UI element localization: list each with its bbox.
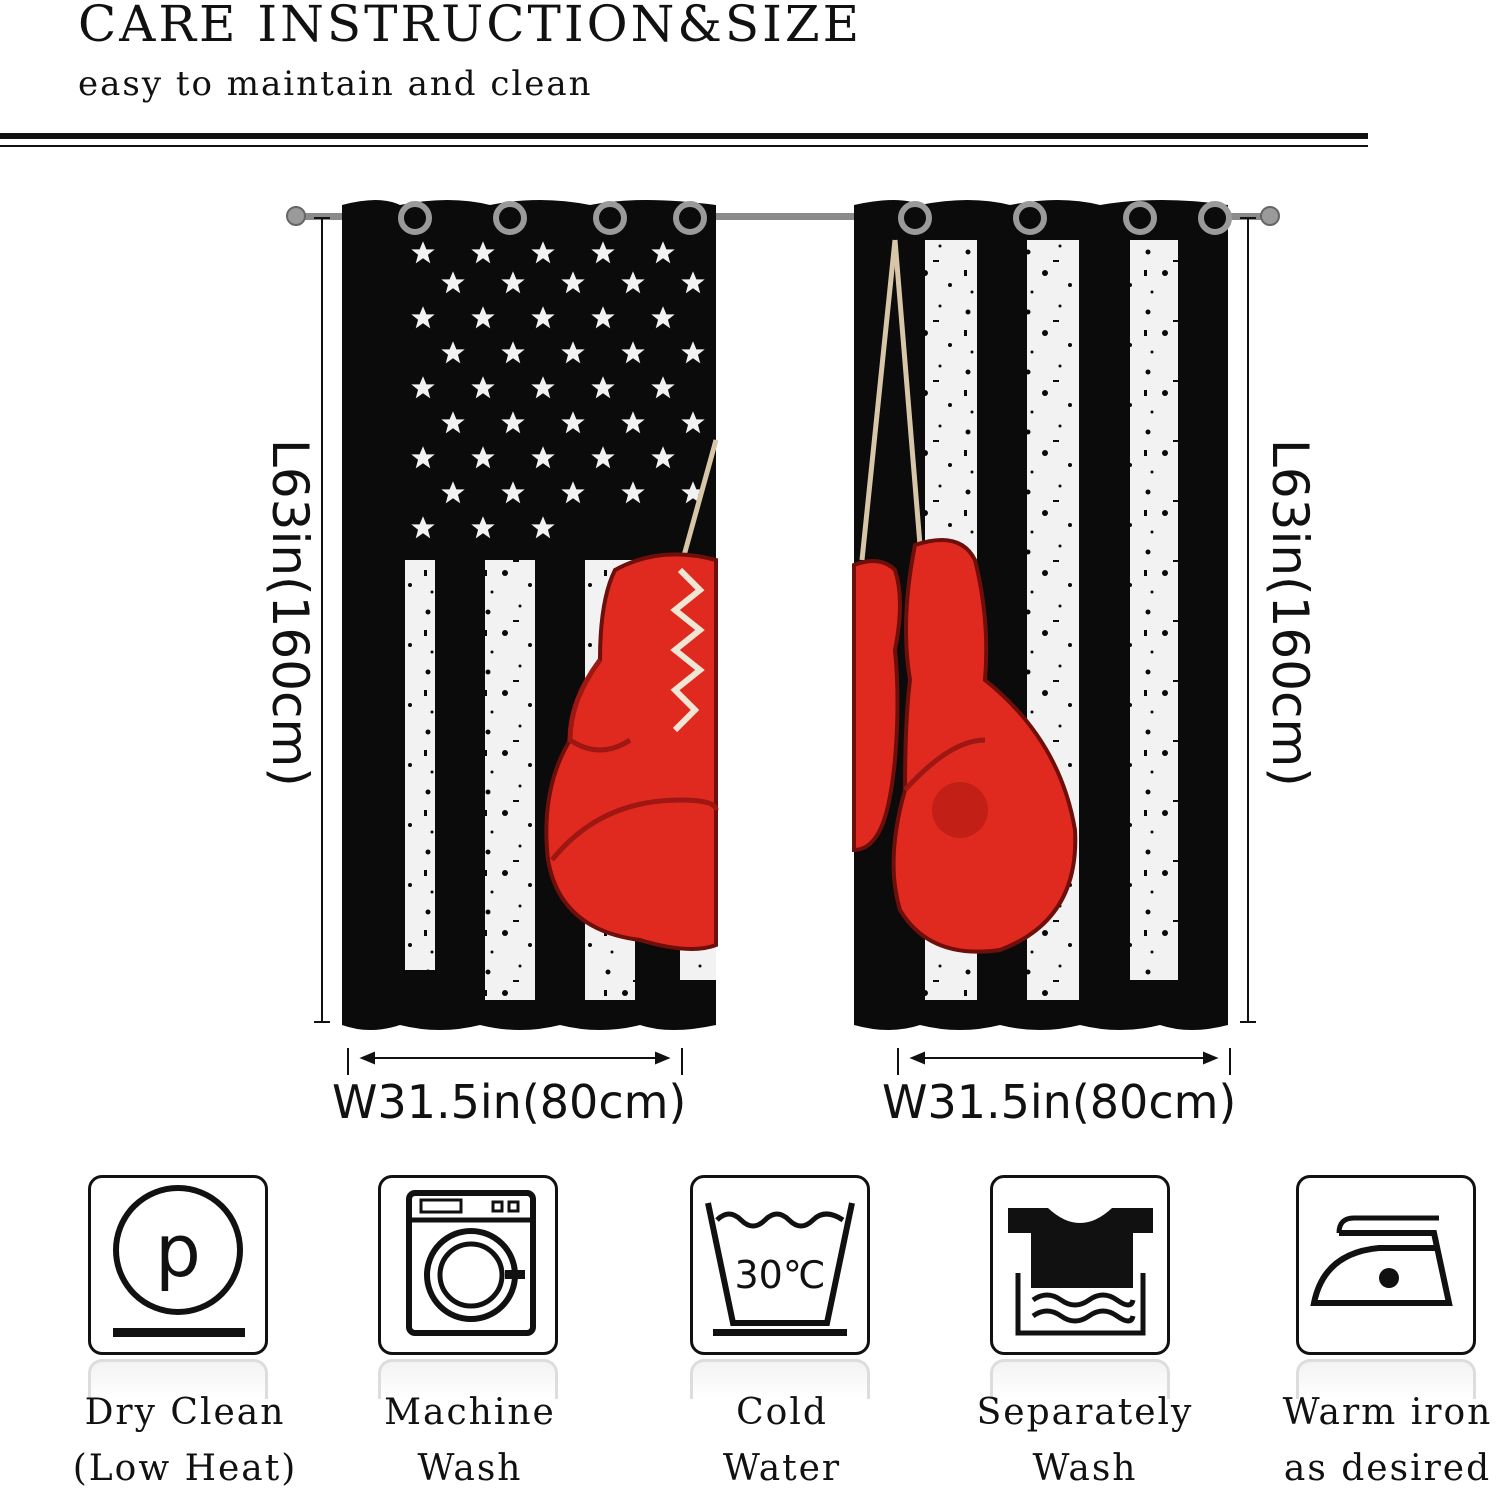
separate-wash-icon	[1008, 1208, 1153, 1336]
dimension-lines	[314, 217, 1256, 1075]
care-label-line1: Dry Clean	[84, 1392, 286, 1433]
care-label-line2: as desired	[1283, 1448, 1492, 1489]
care-reflection	[990, 1359, 1170, 1399]
length-label-left: L63in(160cm)	[261, 439, 319, 787]
care-label-warm-iron: Warm iron as desired	[1280, 1385, 1495, 1497]
curtain-rod	[290, 213, 1275, 220]
header-rule-thick	[0, 133, 1368, 139]
care-label-line2: (Low Heat)	[72, 1448, 298, 1489]
rod-finial-right	[1260, 206, 1280, 226]
care-reflection	[378, 1359, 558, 1399]
care-label-line1: Warm iron	[1282, 1392, 1493, 1433]
care-item-separate-wash	[990, 1175, 1174, 1399]
care-reflection	[88, 1359, 268, 1399]
curtain-panel-right	[852, 200, 1232, 1030]
grommet	[1013, 201, 1047, 235]
care-label-dry-clean: Dry Clean (Low Heat)	[60, 1385, 310, 1497]
grommet	[673, 201, 707, 235]
wash-temperature: 30℃	[734, 1253, 825, 1297]
wash-tub-icon: 30℃	[705, 1202, 855, 1336]
care-item-machine-wash	[378, 1175, 562, 1399]
grommet	[1123, 201, 1157, 235]
iron-icon	[1310, 1215, 1453, 1306]
care-item-dry-clean: p	[88, 1175, 272, 1399]
care-label-cold-water: Cold Water	[657, 1385, 907, 1497]
curtain-panel-left	[342, 200, 719, 1030]
care-reflection	[690, 1359, 870, 1399]
grommet	[1198, 201, 1232, 235]
care-label-line2: Water	[722, 1448, 842, 1489]
header-rule-thin	[0, 145, 1368, 147]
care-label-machine-wash: Machine Wash	[345, 1385, 595, 1497]
care-label-line2: Wash	[1032, 1448, 1138, 1489]
care-label-separate-wash: Separately Wash	[955, 1385, 1215, 1497]
care-label-line1: Cold	[736, 1392, 828, 1433]
grommet	[898, 201, 932, 235]
grommet	[593, 201, 627, 235]
svg-text:p: p	[155, 1209, 201, 1293]
curtain-illustration	[286, 200, 1280, 1075]
washing-machine-icon	[406, 1190, 536, 1336]
width-label-left: W31.5in(80cm)	[332, 1075, 687, 1129]
rod-finial-left	[286, 206, 306, 226]
grommet	[493, 201, 527, 235]
grommet	[398, 201, 432, 235]
width-label-right: W31.5in(80cm)	[882, 1075, 1237, 1129]
dry-clean-icon: p	[113, 1185, 245, 1337]
care-item-cold-water: 30℃	[690, 1175, 874, 1399]
care-label-line1: Separately	[976, 1392, 1194, 1433]
care-label-line1: Machine	[384, 1392, 556, 1433]
page-subtitle: easy to maintain and clean	[78, 64, 593, 104]
page-title: CARE INSTRUCTION&SIZE	[78, 0, 863, 53]
care-reflection	[1296, 1359, 1476, 1399]
care-item-warm-iron	[1296, 1175, 1480, 1399]
care-label-line2: Wash	[417, 1448, 523, 1489]
length-label-right: L63in(160cm)	[1261, 439, 1319, 787]
